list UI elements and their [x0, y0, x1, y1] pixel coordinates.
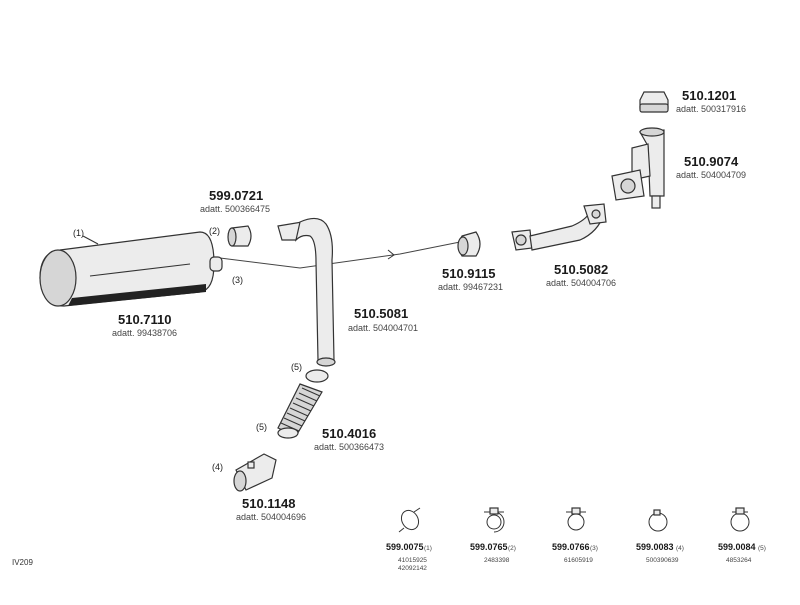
callout-5a: (5) [291, 362, 302, 372]
front-pipe-code: 510.5082 [554, 262, 608, 277]
hw-2-callout: (2) [508, 545, 516, 552]
hw-5-callout: (5) [758, 545, 766, 552]
hardware-clamp-4: 599.0083 (4) 500390639 [636, 509, 684, 564]
muffler-callout: (1) [73, 228, 84, 238]
callout-3: (3) [232, 275, 243, 285]
ring-part [457, 231, 481, 257]
muffler-part [39, 231, 223, 307]
muffler-adatt: adatt. 99438706 [112, 328, 177, 338]
ring-adatt: adatt. 99467231 [438, 282, 503, 292]
hw-3-code: 599.0766 [552, 542, 590, 552]
front-pipe-part [511, 203, 607, 251]
flex-pipe-code: 510.4016 [322, 426, 376, 441]
assembly-arrow [387, 249, 395, 260]
hw-5-ref-1: 4853264 [726, 557, 752, 564]
assembly-line [219, 241, 461, 269]
flex-pipe-adatt: adatt. 500366473 [314, 442, 384, 452]
hw-4-code: 599.0083 [636, 542, 674, 552]
manifold-code: 510.9074 [684, 154, 739, 169]
clamp-callout: (2) [209, 226, 220, 236]
hw-3-ref-1: 61605919 [564, 557, 593, 564]
hw-2-ref-1: 2483398 [484, 557, 510, 564]
bend-pipe-adatt: adatt. 504004701 [348, 323, 418, 333]
front-pipe-adatt: adatt. 504004706 [546, 278, 616, 288]
callout-4: (4) [212, 462, 223, 472]
hardware-clamp-2: 599.0765 (2) 2483398 [470, 507, 516, 564]
manifold-adatt: adatt. 504004709 [676, 170, 746, 180]
callout-5b: (5) [256, 422, 267, 432]
bend-pipe-code: 510.5081 [354, 306, 408, 321]
hardware-clamp-5: 599.0084 (5) 4853264 [718, 507, 766, 564]
tail-pipe-adatt: adatt. 504004696 [236, 512, 306, 522]
cap-code: 510.1201 [682, 88, 736, 103]
hardware-clamp-1: 599.0075 (1) 41015925 42092142 [386, 507, 432, 572]
ring-5a [305, 369, 329, 383]
ring-5b [277, 427, 299, 439]
cap-part [639, 91, 669, 113]
manifold-part [611, 127, 665, 209]
hw-1-ref-2: 42092142 [398, 565, 427, 572]
ring-code: 510.9115 [442, 266, 496, 281]
hw-1-ref-1: 41015925 [398, 557, 427, 564]
hw-1-callout: (1) [424, 545, 432, 552]
cap-adatt: adatt. 500317916 [676, 104, 746, 114]
muffler-leader [82, 235, 99, 245]
clamp-part [227, 225, 252, 247]
flex-pipe-part [277, 383, 323, 437]
hw-4-ref-1: 500390639 [646, 557, 679, 564]
muffler-code: 510.7110 [118, 312, 172, 327]
diagram-footer-label: IV209 [12, 558, 33, 567]
clamp-code: 599.0721 [209, 188, 263, 203]
hw-1-code: 599.0075 [386, 542, 424, 552]
hw-5-code: 599.0084 [718, 542, 756, 552]
hw-4-callout: (4) [676, 545, 684, 552]
bend-pipe-part [277, 217, 336, 367]
hardware-clamp-3: 599.0766 (3) 61605919 [552, 507, 598, 564]
tail-pipe-code: 510.1148 [242, 496, 296, 511]
clamp-adatt: adatt. 500366475 [200, 204, 270, 214]
tail-pipe-part [233, 453, 277, 492]
hw-2-code: 599.0765 [470, 542, 508, 552]
hw-3-callout: (3) [590, 545, 598, 552]
